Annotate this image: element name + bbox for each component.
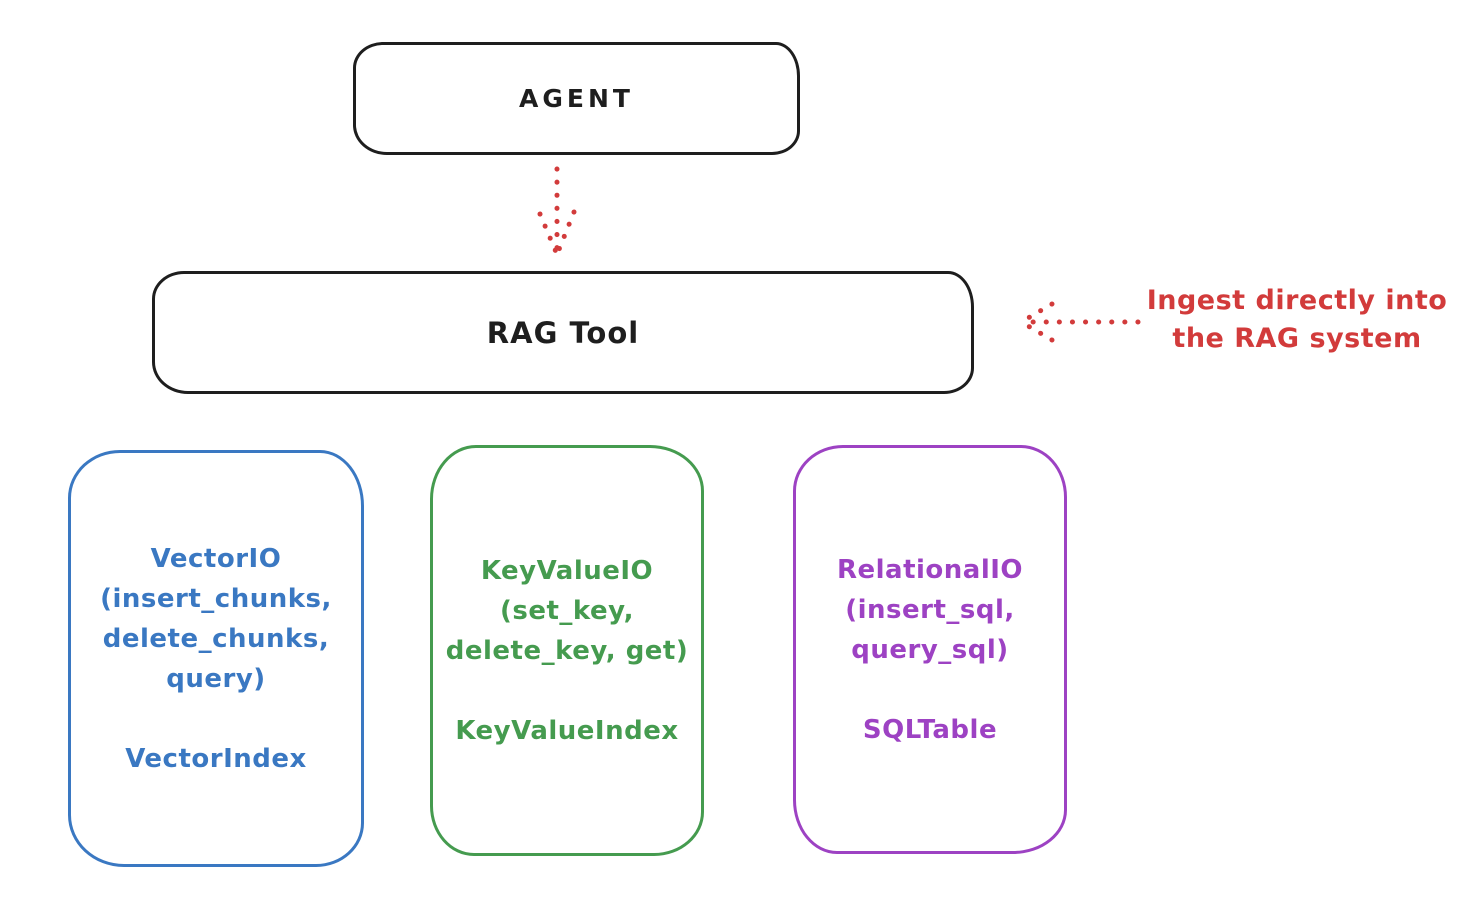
agent-box: AGENT xyxy=(353,42,800,155)
vector-io-methods-line2: delete_chunks, xyxy=(102,623,330,654)
keyvalue-io-methods-line2: delete_key, get) xyxy=(445,635,689,666)
vector-io-title: VectorIO xyxy=(150,543,282,574)
relational-io-title: RelationalIO xyxy=(836,554,1024,585)
agent-label: AGENT xyxy=(519,84,634,113)
keyvalue-io-title: KeyValueIO xyxy=(480,555,654,586)
keyvalue-index-label: KeyValueIndex xyxy=(455,715,679,746)
rag-tool-box: RAG Tool xyxy=(152,271,974,394)
relational-io-methods-line1: (insert_sql, xyxy=(845,594,1015,625)
vector-io-methods-line3: query) xyxy=(166,663,266,694)
ingest-annotation-line2: the RAG system xyxy=(1172,323,1422,354)
agent-to-ragtool-dotted-arrow xyxy=(537,166,577,255)
vector-io-methods-line1: (insert_chunks, xyxy=(100,583,332,614)
ingest-annotation: Ingest directly into the RAG system xyxy=(1130,282,1464,358)
vector-io-box: VectorIO (insert_chunks, delete_chunks, … xyxy=(68,450,364,867)
ingest-annotation-line1: Ingest directly into xyxy=(1146,285,1448,316)
sqltable-label: SQLTable xyxy=(862,714,998,745)
relational-io-methods-line2: query_sql) xyxy=(851,634,1009,665)
relational-io-box: RelationalIO (insert_sql, query_sql) SQL… xyxy=(793,445,1067,854)
keyvalue-io-methods-line1: (set_key, xyxy=(500,595,634,626)
vector-index-label: VectorIndex xyxy=(125,743,307,774)
rag-tool-label: RAG Tool xyxy=(486,315,640,350)
ingest-dotted-arrow xyxy=(1020,301,1141,343)
keyvalue-io-box: KeyValueIO (set_key, delete_key, get) Ke… xyxy=(430,445,704,856)
